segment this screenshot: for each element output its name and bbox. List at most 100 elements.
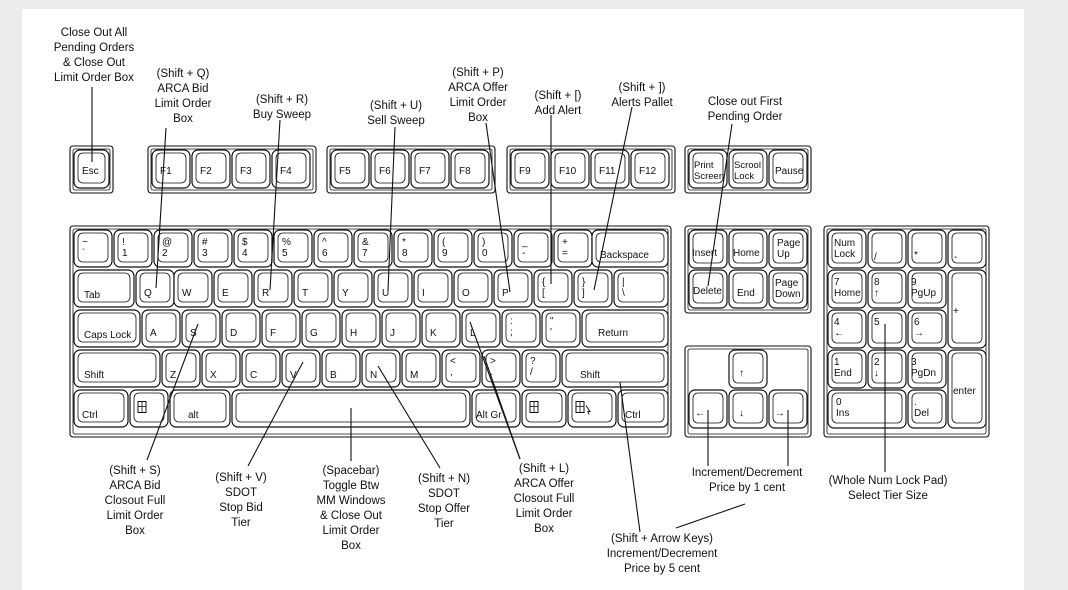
key-q[interactable] — [135, 269, 175, 308]
key-f2[interactable] — [191, 149, 231, 189]
key-delete[interactable] — [688, 269, 728, 309]
key-num-7[interactable] — [827, 269, 867, 309]
key-num-lock-label: Num Lock — [834, 238, 856, 260]
key-f3[interactable] — [231, 149, 271, 189]
key-num-row-8[interactable] — [393, 229, 433, 268]
key-num-minus[interactable] — [947, 229, 987, 269]
key-num-dot[interactable] — [907, 389, 947, 429]
key-t[interactable] — [293, 269, 333, 308]
key-p[interactable] — [493, 269, 533, 308]
key-num-3[interactable] — [907, 349, 947, 389]
key-num-8[interactable] — [867, 269, 907, 309]
key-home[interactable] — [728, 229, 768, 269]
key-h[interactable] — [341, 309, 381, 348]
key-arrow-down[interactable] — [728, 389, 768, 429]
key-f7[interactable] — [410, 149, 450, 189]
key-bracket-1[interactable] — [573, 269, 613, 308]
key-menu[interactable] — [567, 389, 617, 428]
key-arrow-up[interactable] — [728, 349, 768, 389]
key-caps-lock[interactable] — [73, 309, 141, 348]
key-f4[interactable] — [271, 149, 311, 189]
key-num-0[interactable] — [827, 389, 907, 429]
key-f8[interactable] — [450, 149, 490, 189]
key-num-5[interactable] — [867, 309, 907, 349]
key-punct-1[interactable] — [481, 349, 521, 388]
key-num-row-4[interactable] — [233, 229, 273, 268]
key-j[interactable] — [381, 309, 421, 348]
key-w[interactable] — [173, 269, 213, 308]
key-pause[interactable] — [768, 149, 808, 189]
key-semicolon[interactable] — [501, 309, 541, 348]
key-s[interactable] — [181, 309, 221, 348]
key-page-up[interactable] — [768, 229, 808, 269]
key-scroll-lock[interactable] — [728, 149, 768, 189]
key-ctrl-right[interactable] — [617, 389, 669, 428]
key-num-row-9[interactable] — [433, 229, 473, 268]
key-b[interactable] — [321, 349, 361, 388]
key-c[interactable] — [241, 349, 281, 388]
arrows-annotation: Increment/Decrement Price by 1 cent — [691, 467, 803, 494]
key-num-slash[interactable] — [867, 229, 907, 269]
key-v[interactable] — [281, 349, 321, 388]
key-num-row-10[interactable] — [473, 229, 513, 268]
key-a[interactable] — [141, 309, 181, 348]
key-num-lock[interactable] — [827, 229, 867, 269]
key-y[interactable] — [333, 269, 373, 308]
key-num-6[interactable] — [907, 309, 947, 349]
key-f11[interactable] — [590, 149, 630, 189]
key-end[interactable] — [728, 269, 768, 309]
key-r[interactable] — [253, 269, 293, 308]
key-k[interactable] — [421, 309, 461, 348]
key-num-2[interactable] — [867, 349, 907, 389]
key-bracket-0[interactable] — [533, 269, 573, 308]
key-num-plus[interactable] — [947, 269, 987, 349]
key-f1[interactable] — [151, 149, 191, 189]
key-shift-left[interactable] — [73, 349, 161, 388]
key-bracket-2[interactable] — [613, 269, 669, 308]
key-print-screen[interactable] — [688, 149, 728, 189]
key-num-enter[interactable] — [947, 349, 987, 429]
key-num-row-11[interactable] — [513, 229, 553, 268]
key-e[interactable] — [213, 269, 253, 308]
key-quote[interactable] — [541, 309, 581, 348]
key-alt[interactable] — [169, 389, 231, 428]
key-num-star[interactable] — [907, 229, 947, 269]
key-o[interactable] — [453, 269, 493, 308]
key-num-9[interactable] — [907, 269, 947, 309]
key-num-row-1[interactable] — [113, 229, 153, 268]
key-num-row-6[interactable] — [313, 229, 353, 268]
key-f5[interactable] — [330, 149, 370, 189]
key-g[interactable] — [301, 309, 341, 348]
key-ctrl-left[interactable] — [73, 389, 129, 428]
key-d[interactable] — [221, 309, 261, 348]
key-num-row-2[interactable] — [153, 229, 193, 268]
key-return[interactable] — [581, 309, 669, 348]
key-num-row-12[interactable] — [553, 229, 593, 268]
key-f[interactable] — [261, 309, 301, 348]
key-punct-2[interactable] — [521, 349, 561, 388]
key-num-row-3[interactable] — [193, 229, 233, 268]
key-punct-0[interactable] — [441, 349, 481, 388]
key-f12[interactable] — [630, 149, 670, 189]
key-m[interactable] — [401, 349, 441, 388]
key-num-row-7[interactable] — [353, 229, 393, 268]
key-l[interactable] — [461, 309, 501, 348]
key-page-down[interactable] — [768, 269, 808, 309]
key-windows-left[interactable] — [129, 389, 169, 428]
key-u[interactable] — [373, 269, 413, 308]
key-insert[interactable] — [688, 229, 728, 269]
key-num-row-0[interactable] — [73, 229, 113, 268]
key-num-1[interactable] — [827, 349, 867, 389]
key-shift-right[interactable] — [561, 349, 669, 388]
key-n[interactable] — [361, 349, 401, 388]
key-backspace[interactable] — [591, 229, 669, 268]
key-x[interactable] — [201, 349, 241, 388]
key-f6[interactable] — [370, 149, 410, 189]
key-i[interactable] — [413, 269, 453, 308]
key-alt-gr[interactable] — [471, 389, 521, 428]
key-tab[interactable] — [73, 269, 135, 308]
key-f9[interactable] — [510, 149, 550, 189]
key-windows-right[interactable] — [521, 389, 567, 428]
key-num-4[interactable] — [827, 309, 867, 349]
key-num-row-5[interactable] — [273, 229, 313, 268]
